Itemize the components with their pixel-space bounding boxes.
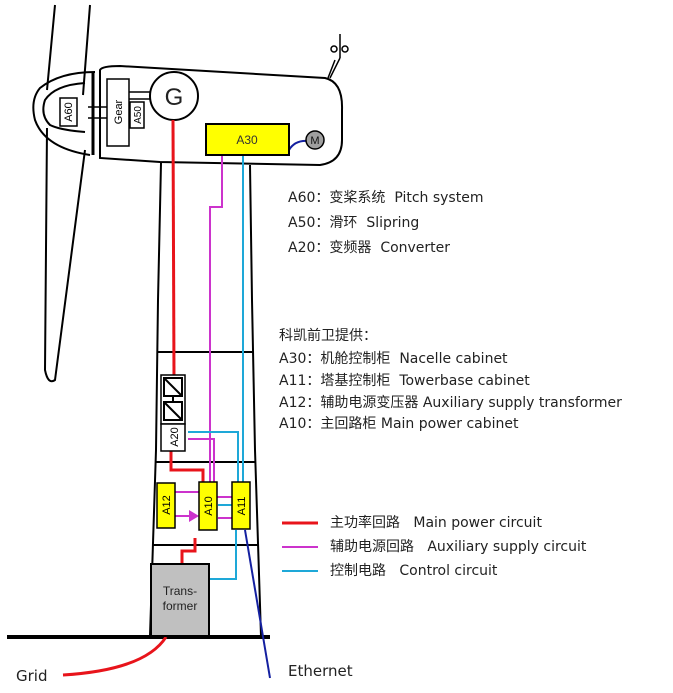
hub [32, 71, 96, 156]
legend-item: A20：变频器 Converter [288, 240, 451, 256]
main-transformer: Trans- former [150, 563, 210, 637]
grid-label: Grid [16, 667, 48, 685]
towerbase-cabinet-a11: A11 [231, 481, 251, 530]
supplier-item: A10：主回路柜 Main power cabinet [279, 416, 519, 432]
circuit-legend-item: 主功率回路 Main power circuit [330, 515, 542, 531]
supplier-heading: 科凯前卫提供： [279, 328, 377, 344]
circuit-legend-item: 辅助电源回路 Auxiliary supply circuit [330, 539, 587, 555]
supplier-item: A11：塔基控制柜 Towerbase cabinet [279, 373, 530, 389]
main-power-wiring [62, 119, 205, 677]
slipring-box: A50 [129, 101, 145, 129]
svg-text:A20: A20 [169, 427, 181, 447]
gearbox: Gear [106, 78, 130, 147]
main-cabinet-a10: A10 [198, 481, 218, 531]
svg-text:A11: A11 [236, 497, 248, 516]
motor: M [305, 130, 325, 150]
blade-upper [46, 4, 91, 96]
anemometer-icon [327, 34, 349, 79]
svg-text:A50: A50 [133, 106, 144, 124]
hub-inner [42, 82, 86, 133]
generator: G [149, 71, 199, 121]
aux-transformer-a12: A12 [156, 482, 176, 529]
svg-text:A60: A60 [63, 102, 75, 122]
pitch-system-box: A60 [59, 97, 78, 127]
ethernet-label: Ethernet [288, 662, 353, 680]
svg-text:Trans-: Trans- [163, 584, 197, 598]
svg-text:A30: A30 [236, 133, 258, 147]
tower-left-wall [149, 162, 162, 637]
svg-text:A12: A12 [161, 495, 173, 515]
tower-right-wall [249, 164, 262, 637]
supplier-item: A12：辅助电源变压器 Auxiliary supply transformer [279, 395, 622, 411]
arrow-to-a10 [189, 510, 199, 522]
converter-a20: A20 [160, 374, 186, 452]
ethernet-cable [244, 529, 271, 679]
nacelle-cabinet-a30: A30 [205, 123, 290, 156]
circuit-legend-item: 控制电路 Control circuit [330, 563, 498, 579]
legend-item: A50：滑环 Slipring [288, 215, 420, 231]
svg-text:Gear: Gear [113, 99, 125, 124]
control-wiring [188, 156, 244, 580]
svg-text:G: G [165, 84, 184, 111]
supplier-item: A30：机舱控制柜 Nacelle cabinet [279, 351, 508, 367]
svg-text:A10: A10 [203, 496, 215, 516]
legend-item: A60：变桨系统 Pitch system [288, 190, 484, 206]
svg-text:former: former [163, 599, 198, 613]
svg-text:M: M [310, 135, 319, 147]
blade-lower [43, 127, 86, 383]
